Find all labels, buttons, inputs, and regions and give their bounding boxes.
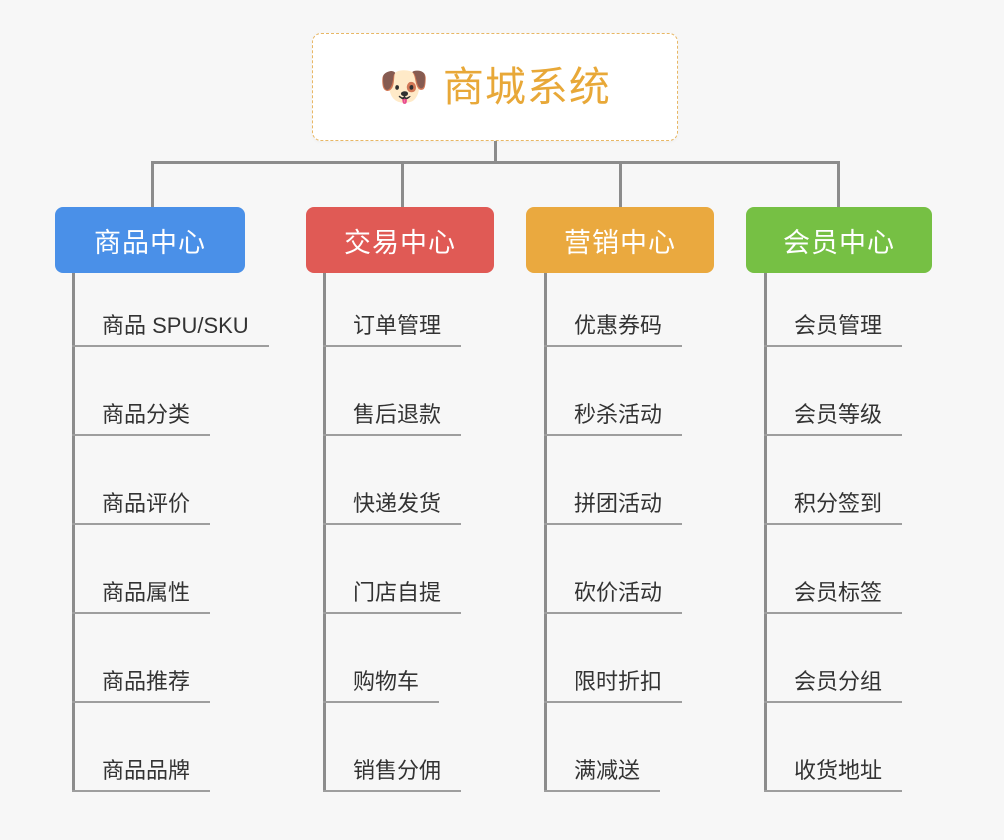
category-box-商品中心[interactable]: 商品中心	[55, 207, 245, 273]
leaf-item-underline	[72, 701, 211, 703]
leaf-item-underline	[323, 612, 462, 614]
leaf-item-underline	[544, 790, 661, 792]
leaf-item-label: 商品评价	[102, 490, 191, 516]
leaf-item[interactable]: 积分签到	[764, 451, 903, 525]
leaf-item[interactable]: 会员标签	[764, 540, 903, 614]
leaf-item-label: 秒杀活动	[574, 401, 663, 427]
leaf-item-label: 商品属性	[102, 579, 191, 605]
category-label: 会员中心	[783, 227, 895, 258]
leaf-item-label: 会员等级	[794, 401, 883, 427]
leaf-item-label: 会员管理	[794, 312, 883, 338]
leaf-item[interactable]: 订单管理	[323, 273, 462, 347]
leaf-item[interactable]: 砍价活动	[544, 540, 683, 614]
leaf-item[interactable]: 收货地址	[764, 718, 903, 792]
root-node[interactable]: 🐶 商城系统	[312, 33, 678, 141]
leaf-item-underline	[764, 612, 903, 614]
leaf-item-underline	[323, 790, 462, 792]
leaf-item-label: 收货地址	[794, 757, 883, 783]
leaf-item-label: 优惠券码	[574, 312, 663, 338]
leaf-item[interactable]: 秒杀活动	[544, 362, 683, 436]
leaf-item-label: 商品 SPU/SKU	[102, 312, 249, 338]
leaf-item[interactable]: 会员分组	[764, 629, 903, 703]
leaf-item[interactable]: 商品品牌	[72, 718, 211, 792]
connector-drop-4	[837, 161, 840, 207]
leaf-item-underline	[72, 612, 211, 614]
category-label: 交易中心	[344, 227, 456, 258]
leaf-item-label: 会员标签	[794, 579, 883, 605]
leaf-item-label: 会员分组	[794, 668, 883, 694]
leaf-item-underline	[72, 523, 211, 525]
leaf-item[interactable]: 商品推荐	[72, 629, 211, 703]
leaf-item[interactable]: 购物车	[323, 629, 440, 703]
leaf-item-label: 商品品牌	[102, 757, 191, 783]
category-label: 商品中心	[94, 227, 206, 258]
column-spine	[323, 273, 326, 792]
leaf-item-underline	[323, 701, 440, 703]
connector-drop-3	[619, 161, 622, 207]
leaf-item-underline	[764, 434, 903, 436]
leaf-item[interactable]: 优惠券码	[544, 273, 683, 347]
leaf-item[interactable]: 销售分佣	[323, 718, 462, 792]
leaf-item-label: 拼团活动	[574, 490, 663, 516]
leaf-item[interactable]: 门店自提	[323, 540, 462, 614]
column-spine	[764, 273, 767, 792]
connector-drop-2	[401, 161, 404, 207]
leaf-item-underline	[323, 523, 462, 525]
leaf-item-underline	[764, 345, 903, 347]
category-box-营销中心[interactable]: 营销中心	[526, 207, 714, 273]
leaf-item-label: 满减送	[574, 757, 641, 783]
leaf-item[interactable]: 快递发货	[323, 451, 462, 525]
leaf-item[interactable]: 商品评价	[72, 451, 211, 525]
category-box-交易中心[interactable]: 交易中心	[306, 207, 494, 273]
leaf-item-underline	[544, 434, 683, 436]
leaf-item-underline	[72, 345, 269, 347]
leaf-item[interactable]: 会员等级	[764, 362, 903, 436]
leaf-item[interactable]: 售后退款	[323, 362, 462, 436]
leaf-item-underline	[323, 434, 462, 436]
leaf-item-underline	[764, 701, 903, 703]
leaf-item[interactable]: 商品属性	[72, 540, 211, 614]
connector-drop-1	[151, 161, 154, 207]
leaf-item-label: 购物车	[353, 668, 420, 694]
leaf-item[interactable]: 拼团活动	[544, 451, 683, 525]
leaf-item-underline	[72, 790, 211, 792]
column-spine	[72, 273, 75, 792]
shiba-dog-emoji-icon: 🐶	[379, 64, 429, 110]
leaf-item[interactable]: 会员管理	[764, 273, 903, 347]
leaf-item-underline	[544, 523, 683, 525]
leaf-item-label: 商品分类	[102, 401, 191, 427]
leaf-item-label: 订单管理	[353, 312, 442, 338]
root-title: 商城系统	[442, 63, 611, 110]
leaf-item[interactable]: 满减送	[544, 718, 661, 792]
leaf-item-underline	[323, 345, 462, 347]
leaf-item-underline	[764, 790, 903, 792]
leaf-item-label: 售后退款	[353, 401, 442, 427]
leaf-item-label: 积分签到	[794, 490, 883, 516]
leaf-item-label: 商品推荐	[102, 668, 191, 694]
leaf-item-label: 门店自提	[353, 579, 442, 605]
leaf-item-underline	[544, 345, 683, 347]
leaf-item-underline	[72, 434, 211, 436]
connector-root-stub	[494, 141, 497, 163]
category-label: 营销中心	[564, 227, 676, 258]
leaf-item-underline	[544, 612, 683, 614]
leaf-item-label: 销售分佣	[353, 757, 442, 783]
leaf-item[interactable]: 商品分类	[72, 362, 211, 436]
category-box-会员中心[interactable]: 会员中心	[746, 207, 932, 273]
connector-horizontal-bus	[151, 161, 840, 164]
leaf-item-underline	[544, 701, 683, 703]
leaf-item-label: 快递发货	[353, 490, 442, 516]
leaf-item-label: 砍价活动	[574, 579, 663, 605]
leaf-item[interactable]: 商品 SPU/SKU	[72, 273, 269, 347]
leaf-item[interactable]: 限时折扣	[544, 629, 683, 703]
leaf-item-underline	[764, 523, 903, 525]
column-spine	[544, 273, 547, 792]
leaf-item-label: 限时折扣	[574, 668, 663, 694]
